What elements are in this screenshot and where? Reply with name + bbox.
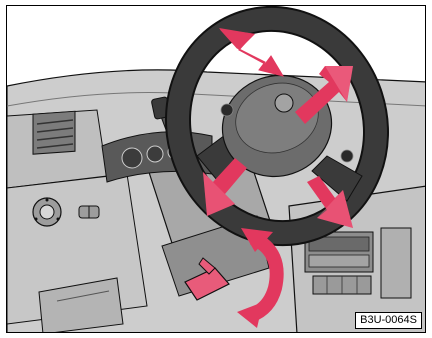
steering-column-adjustment-illustration — [7, 6, 426, 333]
dimmer-switch — [79, 206, 99, 218]
air-vent — [33, 111, 75, 154]
brand-emblem — [275, 94, 293, 112]
figure-frame: B3U-0064S — [6, 5, 426, 333]
figure-code-label: B3U-0064S — [355, 312, 422, 329]
light-switch — [33, 198, 61, 226]
